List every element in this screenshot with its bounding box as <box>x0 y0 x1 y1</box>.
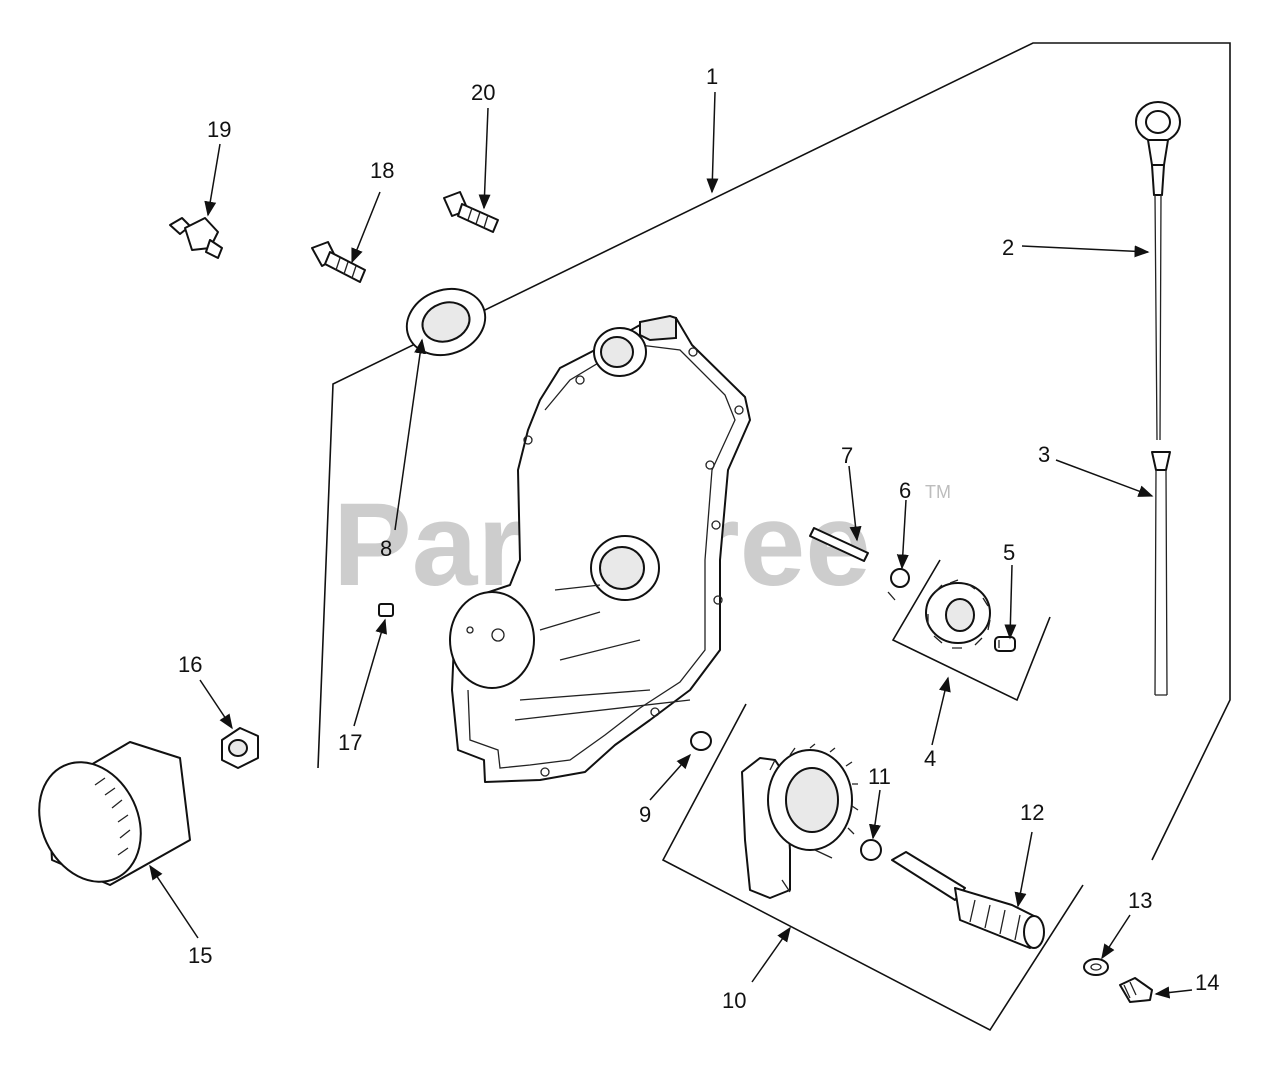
leader-9 <box>649 753 691 801</box>
callout-9: 9 <box>639 802 651 827</box>
callout-4: 4 <box>924 746 936 771</box>
callout-1: 1 <box>706 64 718 89</box>
callout-12: 12 <box>1020 800 1044 825</box>
dipstick-tube-part <box>1151 451 1171 696</box>
callout-5: 5 <box>1003 540 1015 565</box>
oil-seal-part <box>405 287 487 357</box>
leader-20 <box>478 107 491 210</box>
watermark-trademark: TM <box>925 482 951 502</box>
callout-10: 10 <box>722 988 746 1013</box>
dipstick-part <box>1135 101 1181 441</box>
fitting-part <box>221 727 259 769</box>
callout-16: 16 <box>178 652 202 677</box>
assembly-outline <box>317 42 1231 861</box>
leader-5 <box>1004 564 1017 640</box>
oil-pump-subassembly-outline <box>661 703 1084 1032</box>
callout-18: 18 <box>370 158 394 183</box>
leader-16 <box>199 679 233 730</box>
callout-7: 7 <box>841 443 853 468</box>
shaft-part <box>809 527 869 562</box>
callout-20: 20 <box>471 80 495 105</box>
leader-14 <box>1154 986 1193 999</box>
callout-17: 17 <box>338 730 362 755</box>
leader-17 <box>353 618 387 727</box>
gear-subassembly-outline <box>891 559 1051 702</box>
leader-1 <box>706 91 719 194</box>
drain-plug-part <box>1119 977 1153 1003</box>
governor-pin-part <box>994 636 1016 652</box>
leader-13 <box>1101 914 1131 960</box>
leader-lines <box>149 91 1193 999</box>
callout-6: 6 <box>899 478 911 503</box>
callout-2: 2 <box>1002 235 1014 260</box>
leader-18 <box>351 191 381 264</box>
oil-pressure-switch-part <box>169 217 223 259</box>
washer-part <box>1083 958 1109 976</box>
pickup-screen-part <box>891 851 1045 949</box>
leader-15 <box>149 864 199 939</box>
leader-19 <box>204 143 221 217</box>
callout-11: 11 <box>868 764 891 789</box>
clip-part <box>887 568 910 601</box>
o-ring-small-part <box>860 839 882 861</box>
o-ring-part <box>690 731 712 751</box>
leader-2 <box>1021 245 1150 258</box>
oil-filter-part <box>38 741 191 886</box>
governor-gear-part <box>925 579 991 649</box>
leader-8 <box>394 338 427 531</box>
callout-3: 3 <box>1038 442 1050 467</box>
leader-10 <box>751 926 791 983</box>
leader-3 <box>1055 459 1154 497</box>
leader-12 <box>1014 831 1033 908</box>
leader-6 <box>896 499 909 570</box>
bolt-part <box>311 241 366 283</box>
small-clip-part <box>378 603 394 617</box>
crankcase-cover-part <box>449 314 751 783</box>
callout-15: 15 <box>188 943 212 968</box>
leader-4 <box>931 676 951 746</box>
callout-14: 14 <box>1195 970 1219 995</box>
bolt-upper-part <box>443 191 499 233</box>
callout-labels: 1 2 3 4 5 6 7 8 9 10 11 12 13 14 15 16 1… <box>178 64 1219 1013</box>
callout-19: 19 <box>207 117 231 142</box>
leader-11 <box>869 789 881 840</box>
oil-pump-part <box>741 743 859 899</box>
callout-13: 13 <box>1128 888 1152 913</box>
leader-7 <box>848 465 862 542</box>
callout-8: 8 <box>380 536 392 561</box>
